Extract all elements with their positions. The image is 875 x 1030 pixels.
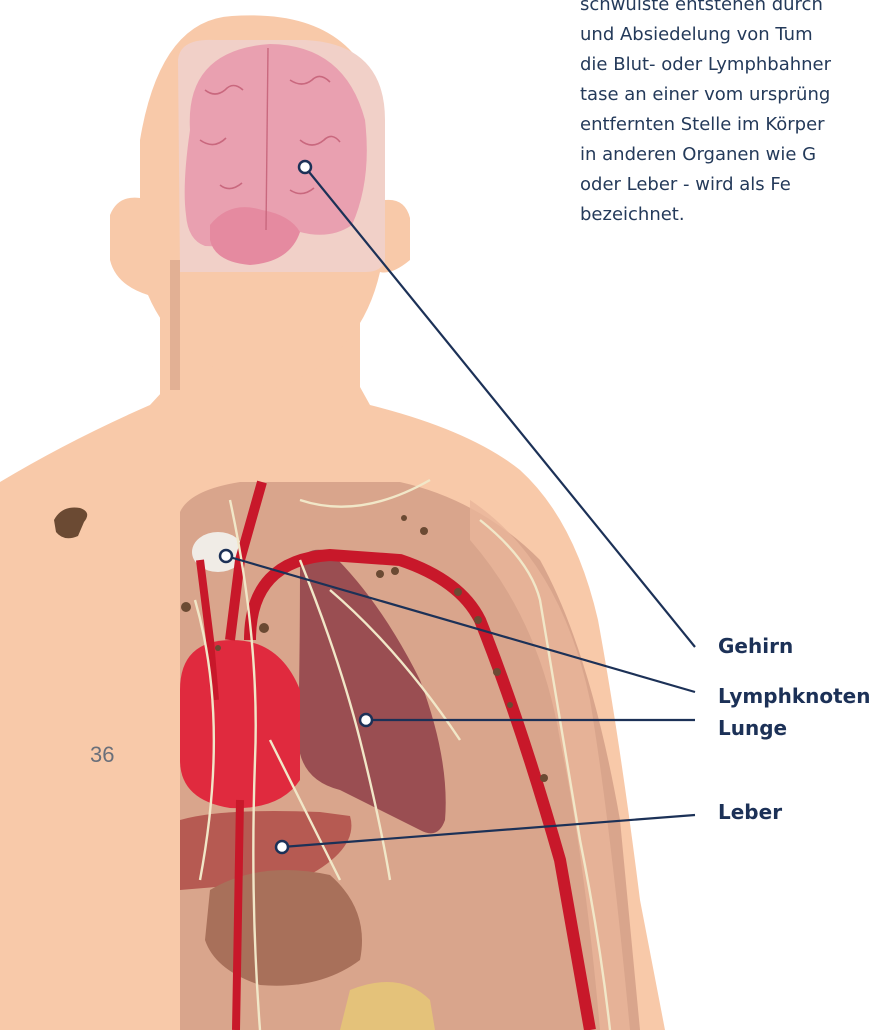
label-lunge: Lunge [718, 716, 787, 740]
intro-line: oder Leber - wird als Fe [580, 170, 875, 200]
intro-text: schwulste entstehen durch und Absiedelun… [580, 0, 875, 230]
intro-line: und Absiedelung von Tum [580, 20, 875, 50]
stomach-icon [205, 870, 362, 986]
intro-line: die Blut- oder Lymphbahner [580, 50, 875, 80]
label-leber: Leber [718, 800, 782, 824]
page-number: 36 [90, 742, 114, 768]
intro-line: tase an einer vom ursprüng [580, 80, 875, 110]
intro-line: schwulste entstehen durch [580, 0, 875, 20]
label-gehirn: Gehirn [718, 634, 793, 658]
label-lymphknoten: Lymphknoten [718, 684, 870, 708]
heart-icon [180, 640, 300, 808]
intro-line: bezeichnet. [580, 200, 875, 230]
intro-line: entfernten Stelle im Körper [580, 110, 875, 140]
intro-line: in anderen Organen wie G [580, 140, 875, 170]
head-cut-shadow [170, 260, 180, 390]
